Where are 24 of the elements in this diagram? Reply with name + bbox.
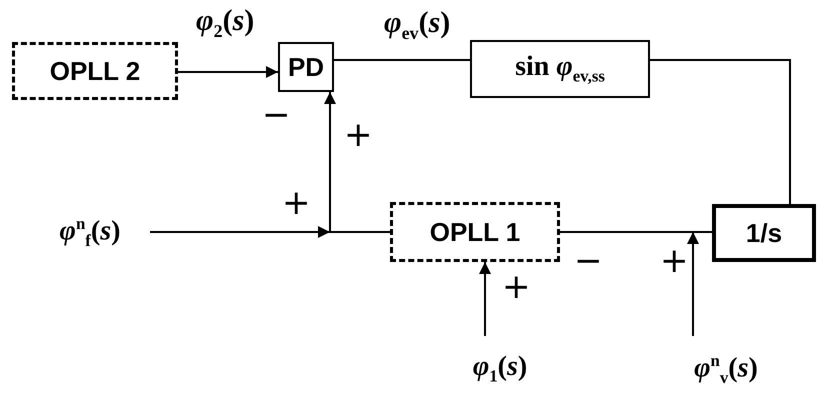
phase-detector-box [278, 42, 334, 92]
signal-label: φ$^{n}$$_{f}$(s) [60, 214, 120, 250]
block-box [12, 42, 178, 100]
arrow [687, 232, 699, 336]
block-label: sin φ$_{ev,ss}$ [515, 51, 605, 87]
block-box [390, 202, 560, 262]
sign-label: + [660, 244, 688, 278]
sign-label: − [262, 98, 290, 132]
gain-box [470, 40, 650, 98]
sign-label: + [282, 186, 310, 220]
signal-label: φ$^{n}$$_{v}$(s) [694, 350, 758, 388]
signal-label: φ$_{1}$(s) [472, 351, 528, 387]
arrow [479, 262, 491, 336]
block-label: OPLL 1 [430, 216, 520, 248]
sign-label: + [502, 270, 530, 304]
block-label: OPLL 2 [50, 56, 140, 86]
edge-label: φ$_{2}$(s) [196, 4, 254, 42]
block-label: 1/s [746, 218, 782, 248]
sign-label: − [574, 244, 602, 278]
integrator-box [712, 204, 816, 262]
arrow [178, 66, 278, 78]
sign-label: + [344, 118, 372, 152]
edge-label: φ$_{ev}$(s) [384, 6, 450, 44]
block-label: PD [288, 52, 324, 82]
